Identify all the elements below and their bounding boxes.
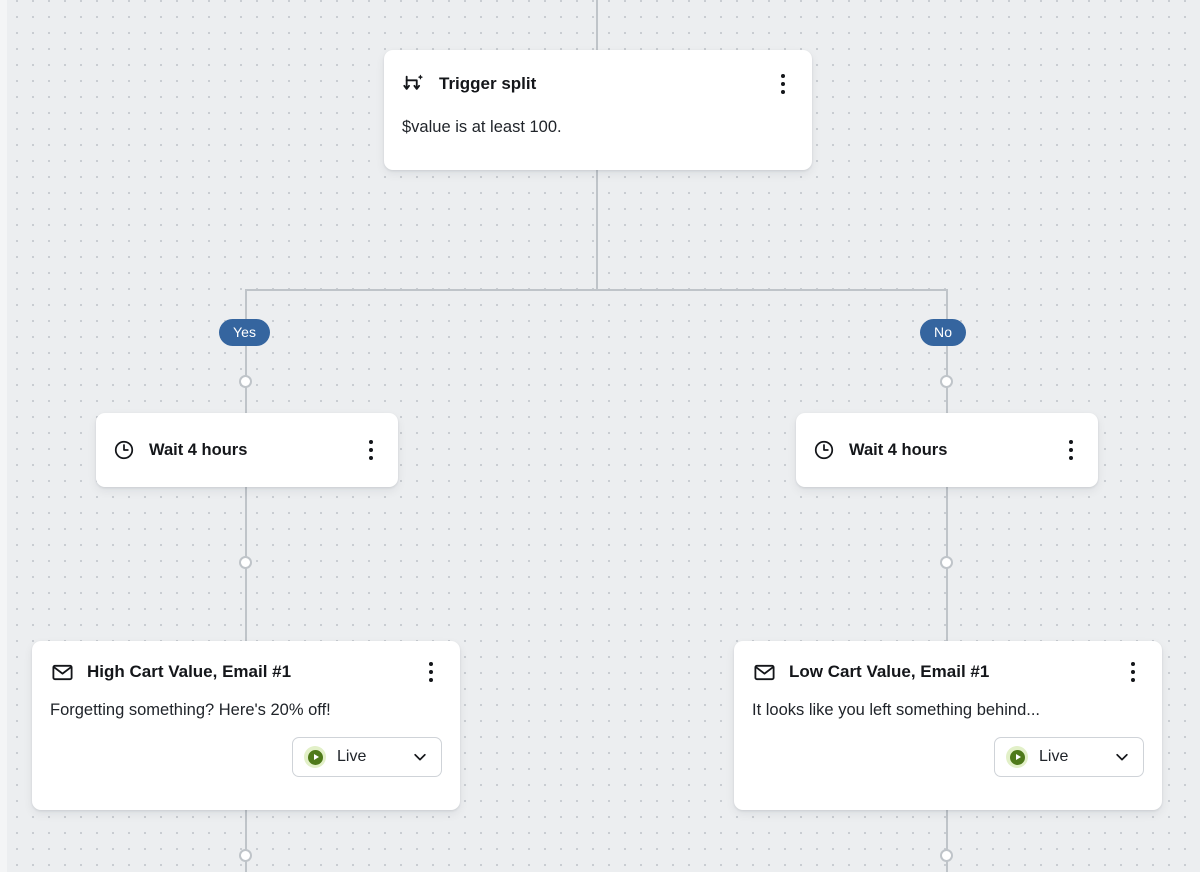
node-description: Forgetting something? Here's 20% off! [50,701,331,719]
connector-yes-branch [245,289,247,413]
add-step-handle-yes-top[interactable] [239,375,252,388]
node-wait-yes[interactable]: Wait 4 hours [96,413,398,487]
node-wait-no[interactable]: Wait 4 hours [796,413,1098,487]
envelope-icon [752,660,776,684]
node-description: It looks like you left something behind.… [752,701,1040,719]
envelope-icon [50,660,74,684]
node-header: Wait 4 hours [796,438,1098,462]
node-description: $value is at least 100. [402,118,562,136]
play-icon [1006,746,1028,768]
connector-trigger-split-stem [596,170,598,290]
node-header: Wait 4 hours [96,438,398,462]
branch-label-no[interactable]: No [920,319,967,346]
status-row: Live [32,720,460,777]
kebab-menu-icon[interactable] [420,660,442,684]
node-trigger-split[interactable]: Trigger split $value is at least 100. [384,50,812,170]
chevron-down-icon [411,748,429,766]
node-title: Wait 4 hours [849,440,948,459]
trigger-split-icon [402,72,426,96]
clock-icon [112,438,136,462]
canvas-left-edge [0,0,7,872]
node-email-high-cart-value[interactable]: High Cart Value, Email #1 Forgetting som… [32,641,460,810]
status-label: Live [337,748,367,765]
branch-label-yes[interactable]: Yes [219,319,271,346]
connector-split-bar [246,289,948,291]
add-step-handle-no-top[interactable] [940,375,953,388]
connector-into-trigger-split [596,0,598,50]
kebab-menu-icon[interactable] [772,72,794,96]
chevron-down-icon [1113,748,1131,766]
add-step-handle-yes-mid[interactable] [239,556,252,569]
status-dropdown-live[interactable]: Live [292,737,442,777]
kebab-menu-icon[interactable] [360,438,382,462]
node-title: High Cart Value, Email #1 [87,662,292,681]
status-row: Live [734,720,1162,777]
connector-no-email-out [946,810,948,872]
node-header: Trigger split [384,50,812,96]
connector-no-branch [946,289,948,413]
node-header: Low Cart Value, Email #1 [734,641,1162,684]
kebab-menu-icon[interactable] [1060,438,1082,462]
add-step-handle-no-mid[interactable] [940,556,953,569]
node-title: Wait 4 hours [149,440,248,459]
node-email-low-cart-value[interactable]: Low Cart Value, Email #1 It looks like y… [734,641,1162,810]
add-step-handle-yes-bottom[interactable] [239,849,252,862]
connector-yes-email-out [245,810,247,872]
status-dropdown-live[interactable]: Live [994,737,1144,777]
status-label: Live [1039,748,1069,765]
node-title: Trigger split [439,74,537,93]
clock-icon [812,438,836,462]
play-icon [304,746,326,768]
node-title: Low Cart Value, Email #1 [789,662,990,681]
node-header: High Cart Value, Email #1 [32,641,460,684]
add-step-handle-no-bottom[interactable] [940,849,953,862]
kebab-menu-icon[interactable] [1122,660,1144,684]
